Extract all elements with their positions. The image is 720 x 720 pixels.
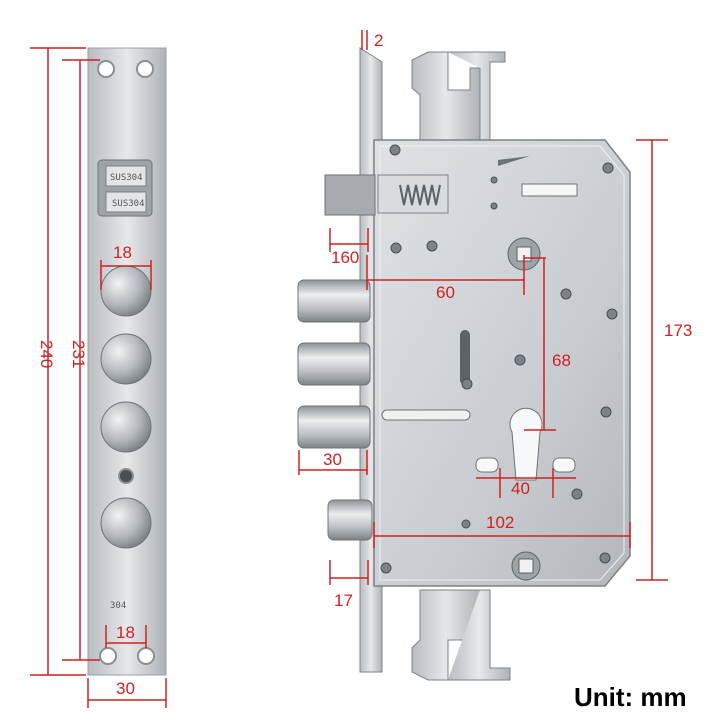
screw [606,308,618,320]
screw [390,242,402,254]
latch-stamp-bottom: SUS304 [112,199,145,209]
screw [600,406,612,418]
dim-30-bolt: 30 [323,450,342,469]
screw [560,288,572,300]
screw [599,552,611,564]
dim-173: 173 [664,321,692,340]
side-dimensions [298,30,668,585]
front-small-hole [118,468,134,484]
dim-18-holes: 18 [116,623,135,642]
dim-2: 2 [374,31,383,50]
screw [514,354,526,366]
dim-102: 102 [486,513,514,532]
side-bolt [297,279,371,323]
screw [571,488,583,500]
latch-stamp-top: SUS304 [110,173,143,183]
front-lower-bolt [100,497,152,549]
latch-mechanism [324,174,449,216]
dim-40: 40 [511,479,530,498]
side-view [297,47,631,681]
top-slot [498,156,530,166]
mounting-hole [97,60,115,78]
dim-160: 160 [331,248,359,267]
screw [602,162,614,174]
screw [490,202,498,210]
side-lower-bolt [327,499,373,541]
screw [380,562,392,574]
front-dimensions [30,47,167,708]
front-bolt [100,265,152,317]
front-latch: SUS304 SUS304 [97,159,153,217]
mounting-hole [99,647,117,665]
dim-17: 17 [334,591,353,610]
screw [461,378,473,390]
side-bolt [297,405,371,449]
screw [461,519,471,529]
dim-240: 240 [37,340,56,368]
lock-body [373,139,631,587]
dim-60: 60 [436,283,455,302]
front-faceplate: SUS304 SUS304 304 [87,47,167,676]
dim-68: 68 [552,351,571,370]
screw [389,144,401,156]
front-bolt [100,401,152,453]
vertical-slot [460,330,470,385]
dim-18-bolt: 18 [113,243,132,262]
side-bolt [297,342,371,386]
top-hook-bracket [411,51,481,141]
screw [426,240,438,252]
window-slot [521,183,578,197]
screw [490,176,498,184]
front-bolt [100,333,152,385]
horizontal-slot [381,409,471,421]
dim-231: 231 [69,340,88,368]
cylinder-hole [509,407,543,481]
plate-stamp: 304 [110,601,126,611]
mounting-hole [136,60,154,78]
mounting-hole [137,647,155,665]
unit-label: Unit: mm [574,682,687,712]
dim-30-width: 30 [116,679,135,698]
